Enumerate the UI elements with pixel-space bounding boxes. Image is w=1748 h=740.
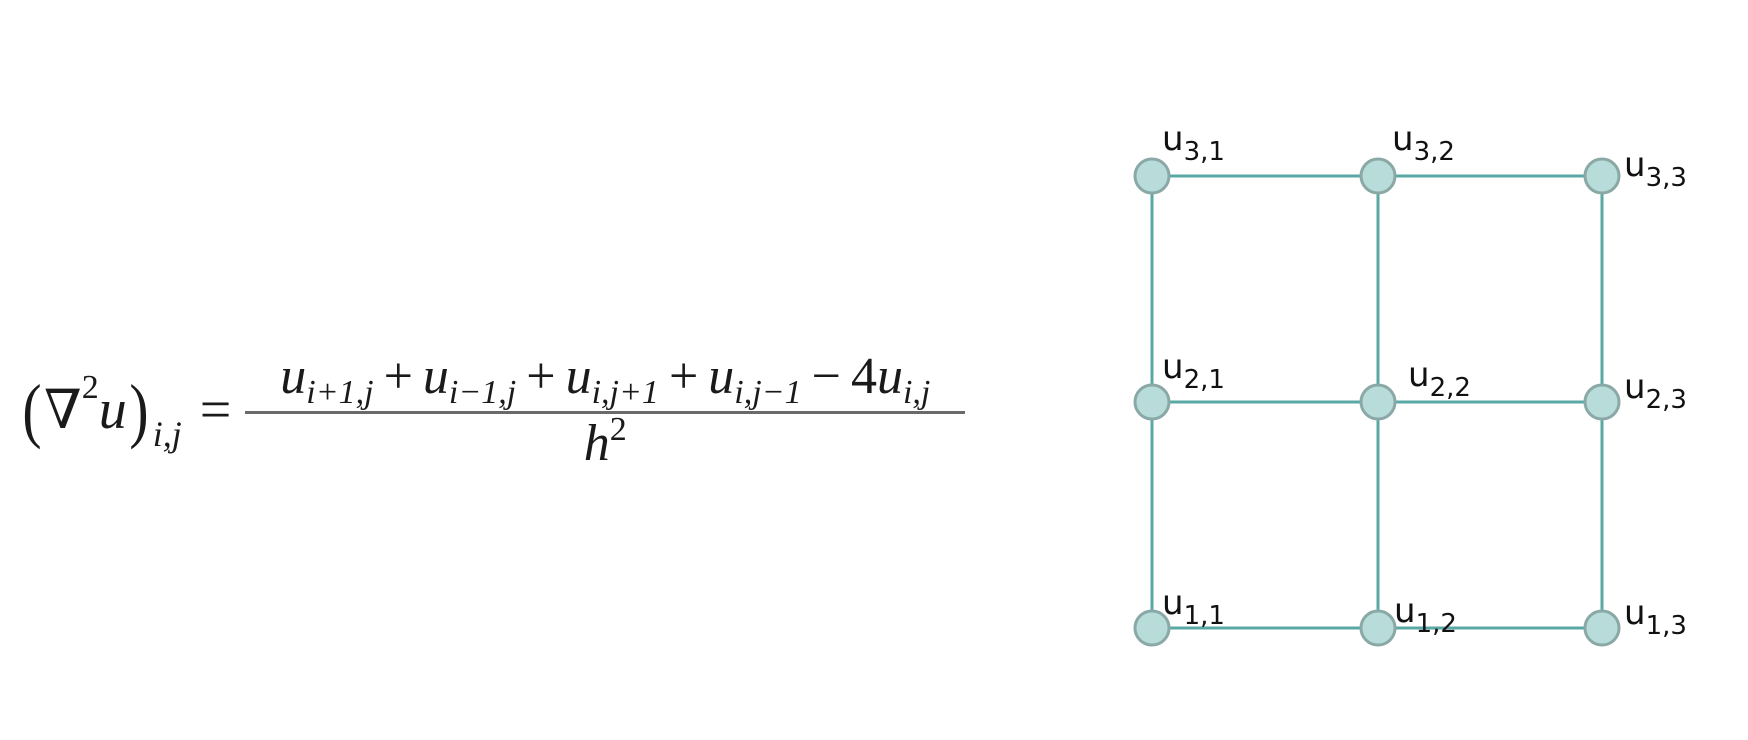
node-label: u1,3 (1624, 593, 1687, 641)
node-label: u3,1 (1162, 119, 1225, 167)
grid-node (1133, 383, 1171, 421)
numerator-term: 4ui,j (850, 347, 931, 411)
numerator-term: ui+1,j (280, 347, 374, 411)
grid-node (1133, 609, 1171, 647)
laplacian-formula: ( ∇ 2 u ) i,j = ui+1,j+ui−1,j+ui,j+1+ui,… (20, 340, 966, 480)
grid-node (1359, 609, 1397, 647)
numerator-term: ui−1,j (422, 347, 517, 411)
operator: + (668, 347, 699, 405)
formula-fraction: ui+1,j+ui−1,j+ui,j+1+ui,j−1−4ui,j h2 (245, 347, 966, 472)
node-label: u3,2 (1392, 119, 1455, 167)
equals-sign: = (199, 379, 232, 441)
denominator-variable: h (583, 414, 610, 472)
operator: + (383, 347, 413, 405)
nabla-symbol: ∇ (43, 378, 82, 441)
node-label: u2,1 (1162, 347, 1225, 395)
nabla-exponent: 2 (81, 369, 99, 406)
node-label: u2,2 (1408, 355, 1471, 403)
grid-node (1583, 157, 1621, 195)
fraction-bar (245, 410, 966, 414)
right-paren: ) (129, 370, 149, 450)
lhs-variable: u (98, 379, 127, 441)
formula-denominator: h2 (583, 410, 627, 472)
formula-lhs: ( ∇ 2 u ) i,j = (20, 369, 245, 453)
node-label: u2,3 (1624, 367, 1687, 415)
operator: + (526, 347, 556, 405)
numerator-term: ui,j+1 (565, 347, 659, 411)
formula-numerator: ui+1,j+ui−1,j+ui,j+1+ui,j−1−4ui,j (276, 347, 934, 411)
node-label: u1,2 (1394, 591, 1457, 639)
grid-node (1133, 157, 1171, 195)
node-label: u3,3 (1624, 145, 1687, 193)
grid-node (1583, 383, 1621, 421)
grid-node (1359, 383, 1397, 421)
grid-node (1359, 157, 1397, 195)
left-paren: ( (22, 370, 42, 450)
lhs-subscript: i,j (152, 414, 182, 454)
denominator-exponent: 2 (609, 410, 627, 448)
grid-node (1583, 609, 1621, 647)
operator: − (811, 347, 841, 405)
numerator-term: ui,j−1 (708, 347, 802, 411)
node-label: u1,1 (1162, 583, 1225, 631)
